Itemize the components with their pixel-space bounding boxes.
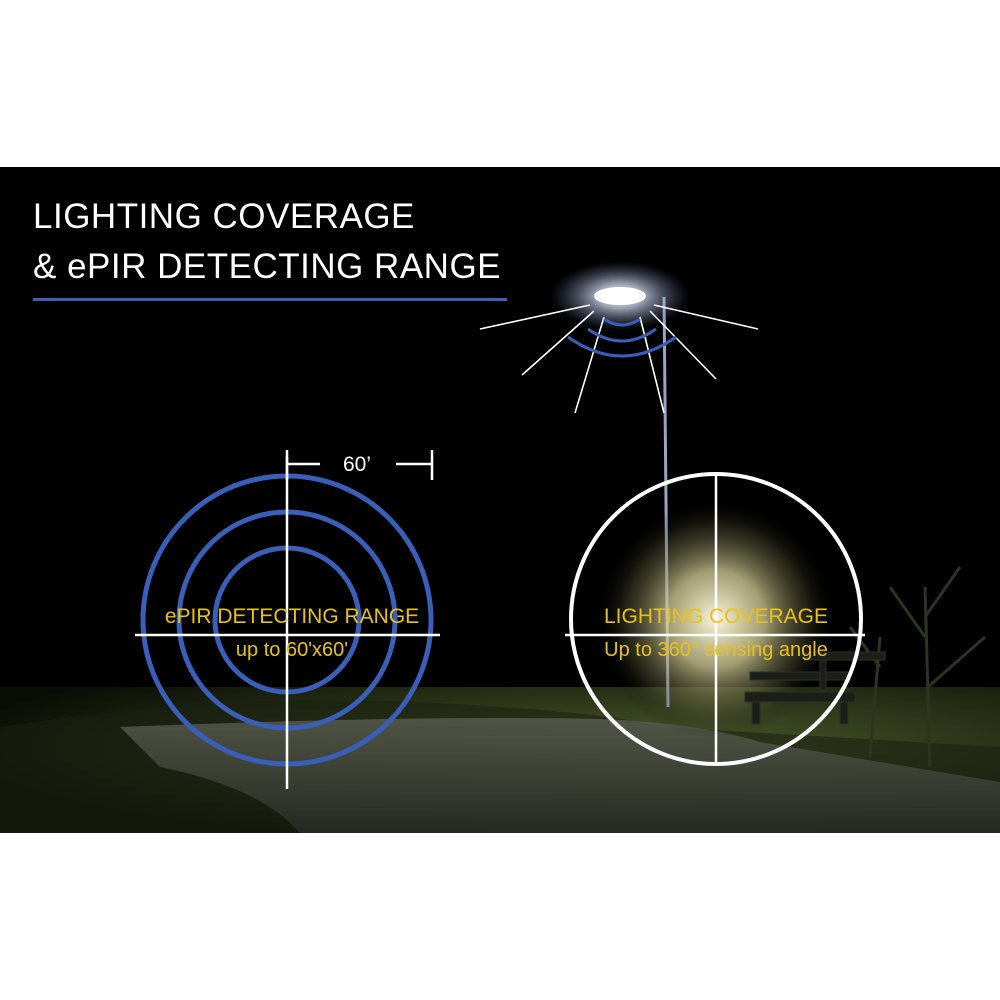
lighting-coverage-circle (569, 472, 863, 766)
light-rays (479, 304, 759, 414)
dimension-label: 60’ (342, 453, 372, 476)
ground (0, 687, 1000, 833)
headline-line-1: LIGHTING COVERAGE (33, 197, 415, 236)
lighting-coverage-title: LIGHTING COVERAGE (603, 605, 829, 628)
headline-underline (33, 298, 507, 301)
lighting-coverage-subtitle: Up to 360° sensing angle (604, 639, 828, 661)
sensor-waves (567, 317, 677, 358)
epir-crosshair (135, 457, 440, 789)
scene-illustration (0, 261, 1000, 833)
epir-range-title: ePIR DETECTING RANGE (164, 605, 420, 628)
lighting-crosshair (565, 475, 865, 763)
night-park-scene: LIGHTING COVERAGE & ePIR DETECTING RANGE… (0, 167, 1000, 833)
epir-range-subtitle: up to 60'x60' (235, 639, 349, 661)
dimension-bracket (285, 450, 434, 480)
street-lamp (550, 261, 690, 708)
headline-line-2: & ePIR DETECTING RANGE (33, 247, 502, 286)
bench-icon (744, 651, 886, 725)
